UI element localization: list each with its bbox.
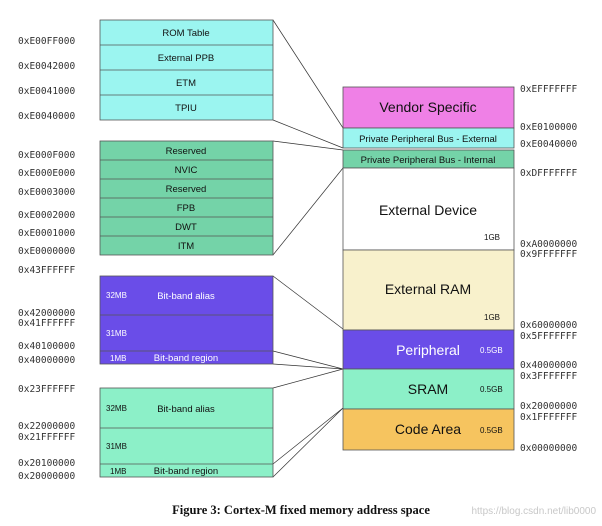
addr-label: 0x41FFFFFF [18,318,75,329]
bitband-alias-label: Bit-band alias [157,404,215,415]
addr-label: 0xEFFFFFFF [520,84,577,95]
region-itm: ITM [178,241,194,252]
addr-label: 0x1FFFFFFF [520,412,577,423]
peripheral-bitband-detail: 32MB Bit-band alias 31MB 1MB Bit-band re… [18,265,274,366]
ppb-external-label: Private Peripheral Bus - External [359,134,497,145]
addr-label: 0x5FFFFFFF [520,331,577,342]
addr-label: 0x9FFFFFFF [520,249,577,260]
bitband-region-size: 1MB [110,467,126,476]
region-etm: ETM [176,78,196,89]
addr-label: 0x00000000 [520,443,577,454]
addr-label: 0x42000000 [18,308,75,319]
addr-label: 0xE0002000 [18,210,75,221]
addr-label: 0x3FFFFFFF [520,371,577,382]
code-area-label: Code Area [395,421,461,437]
addr-label: 0xE0100000 [520,122,577,133]
addr-label: 0x20000000 [520,401,577,412]
bitband-alias-label: Bit-band alias [157,291,215,302]
addr-label: 0xE0001000 [18,228,75,239]
region-sram [342,368,515,410]
external-ram-size: 1GB [484,313,500,322]
ppb-internal-detail: Reserved NVIC Reserved FPB DWT ITM 0xE00… [18,140,274,257]
bitband-alias-size: 32MB [106,404,127,413]
figure-caption: Figure 3: Cortex-M fixed memory address … [172,503,430,517]
memory-map-column: Vendor Specific Private Peripheral Bus -… [342,86,515,451]
external-ram-label: External RAM [385,281,471,297]
vendor-specific-label: Vendor Specific [379,99,476,115]
code-area-size: 0.5GB [480,426,503,435]
region-external-device [342,167,515,251]
region-dwt: DWT [175,222,197,233]
addr-label: 0x20100000 [18,458,75,469]
region-code-area [342,408,515,451]
addr-label: 0xDFFFFFFF [520,168,577,179]
peripheral-label: Peripheral [396,342,460,358]
region-external-ppb: External PPB [158,53,215,64]
region-reserved: Reserved [166,184,207,195]
bitband-alias-size: 32MB [106,291,127,300]
addr-label: 0xE0000000 [18,246,75,257]
region-fpb: FPB [177,203,195,214]
addr-label: 0x40000000 [18,355,75,366]
addr-label: 0x43FFFFFF [18,265,75,276]
addr-label: 0x40100000 [18,341,75,352]
sram-label: SRAM [408,381,448,397]
region-peripheral [342,329,515,370]
addr-label: 0x22000000 [18,421,75,432]
bitband-region-size: 1MB [110,354,126,363]
addr-label: 0x40000000 [520,360,577,371]
external-device-size: 1GB [484,233,500,242]
connector-lines [272,19,344,478]
addr-label: 0xE0042000 [18,61,75,72]
addr-label: 0x23FFFFFF [18,384,75,395]
ppb-internal-label: Private Peripheral Bus - Internal [361,155,496,166]
region-rom-table: ROM Table [162,28,209,39]
bitband-region-label: Bit-band region [154,466,218,477]
memory-map-addresses: 0xEFFFFFFF 0xE0100000 0xE0040000 0xDFFFF… [520,84,577,454]
peripheral-size: 0.5GB [480,346,503,355]
region-tpiu: TPIU [175,103,197,114]
region-ppb-external [342,127,515,149]
sram-bitband-detail: 32MB Bit-band alias 31MB 1MB Bit-band re… [18,384,274,482]
addr-label: 0xE000E000 [18,168,75,179]
external-device-label: External Device [379,202,477,218]
addr-label: 0xE0041000 [18,86,75,97]
addr-label: 0x21FFFFFF [18,432,75,443]
addr-label: 0xE0040000 [520,139,577,150]
addr-label: 0x60000000 [520,320,577,331]
region-nvic: NVIC [175,165,198,176]
bitband-mid-size: 31MB [106,329,127,338]
bitband-mid-size: 31MB [106,442,127,451]
addr-label: 0xE0040000 [18,111,75,122]
addr-label: 0xA0000000 [520,239,577,250]
watermark: https://blog.csdn.net/lib0000 [471,506,596,517]
sram-size: 0.5GB [480,385,503,394]
addr-label: 0xE000F000 [18,150,75,161]
ppb-external-detail: ROM Table External PPB ETM TPIU 0xE00FF0… [18,19,274,122]
sram-bitband-block [99,387,274,478]
region-reserved: Reserved [166,146,207,157]
addr-label: 0xE0003000 [18,187,75,198]
peripheral-bitband-block [99,275,274,365]
addr-label: 0xE00FF000 [18,36,75,47]
addr-label: 0x20000000 [18,471,75,482]
bitband-region-label: Bit-band region [154,353,218,364]
region-vendor-specific [342,86,515,129]
